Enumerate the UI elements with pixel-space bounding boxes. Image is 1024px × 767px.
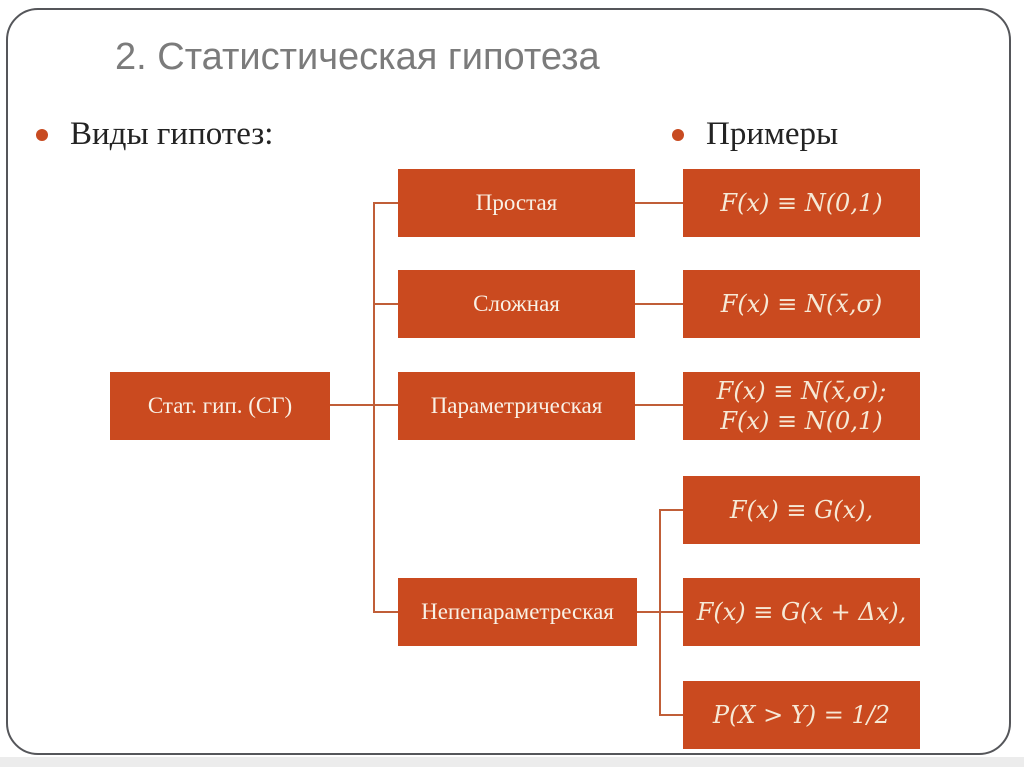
connector-line	[375, 611, 398, 613]
bullet-types-label: Виды гипотез:	[70, 116, 274, 152]
connector-line	[375, 303, 398, 305]
formula-text: F(x) ≡ N(0,1)	[720, 189, 883, 217]
node-example-formula: F(x) ≡ N(0,1)	[683, 169, 920, 237]
bullet-types: Виды гипотез:	[36, 116, 273, 153]
formula-text: F(x) ≡ G(x),	[729, 496, 874, 524]
connector-line	[661, 611, 683, 613]
connector-line	[373, 202, 375, 613]
node-example-formula: F(x) ≡ N(x̄,σ)	[683, 270, 920, 338]
node-nonparametric: Непепараметреская	[398, 578, 637, 646]
connector-line	[659, 509, 661, 716]
connector-line	[661, 714, 683, 716]
bullet-icon	[36, 128, 48, 141]
connector-line	[330, 404, 398, 406]
bullet-examples-label: Примеры	[706, 116, 839, 152]
node-example-formula: F(x) ≡ G(x + Δx),	[683, 578, 920, 646]
connector-line	[661, 509, 683, 511]
connector-line	[635, 303, 683, 305]
node-stat-hypothesis: Стат. гип. (СГ)	[110, 372, 330, 440]
node-example-formula: P(X > Y) = 1/2	[683, 681, 920, 749]
formula-text: F(x) ≡ N(x̄,σ);	[716, 377, 887, 405]
node-label: Сложная	[473, 290, 560, 316]
bullet-examples: Примеры	[672, 116, 838, 153]
node-label: Стат. гип. (СГ)	[147, 392, 293, 418]
formula-text: F(x) ≡ G(x + Δx),	[696, 598, 907, 626]
node-simple: Простая	[398, 169, 635, 237]
formula-text: F(x) ≡ N(x̄,σ)	[720, 290, 883, 318]
node-complex: Сложная	[398, 270, 635, 338]
node-label: Простая	[475, 189, 558, 215]
connector-line	[635, 202, 683, 204]
connector-line	[375, 202, 398, 204]
node-parametric: Параметрическая	[398, 372, 635, 440]
formula-text: P(X > Y) = 1/2	[712, 701, 891, 729]
formula-text: F(x) ≡ N(0,1)	[720, 407, 883, 435]
bullet-icon	[672, 128, 684, 141]
slide-border	[6, 8, 1011, 755]
connector-line	[637, 611, 659, 613]
slide-bottom-edge	[0, 757, 1024, 767]
node-label: Параметрическая	[430, 392, 603, 418]
node-example-formula: F(x) ≡ G(x),	[683, 476, 920, 544]
node-label: Непепараметреская	[421, 598, 614, 624]
connector-line	[635, 404, 683, 406]
node-example-formula: F(x) ≡ N(x̄,σ); F(x) ≡ N(0,1)	[683, 372, 920, 440]
page-title: 2. Статистическая гипотеза	[115, 36, 600, 78]
